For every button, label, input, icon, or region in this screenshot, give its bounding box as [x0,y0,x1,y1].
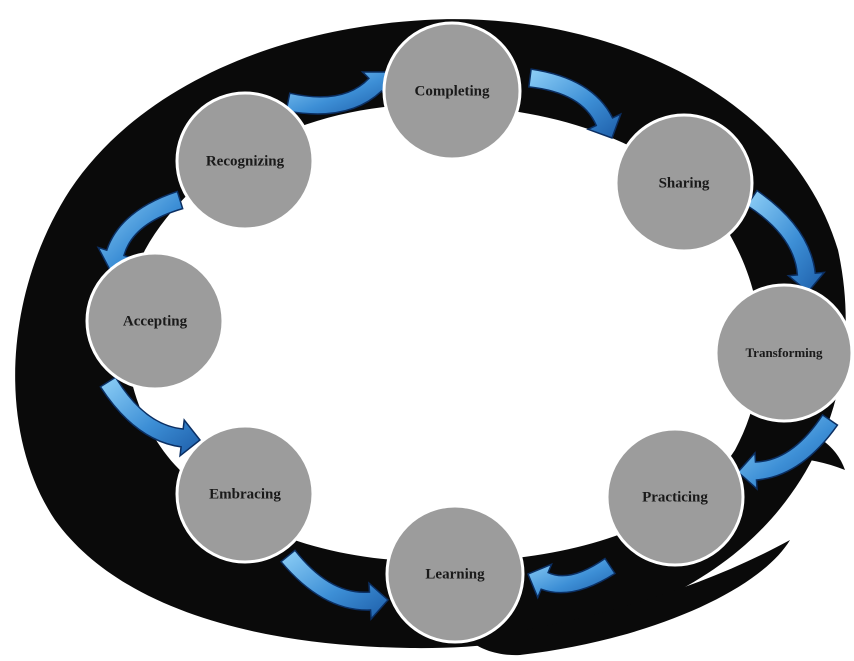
stage-circle-completing [382,21,522,161]
stage-label-embracing: Embracing [209,486,281,502]
node-group: CompletingSharingTransformingPracticingL… [85,21,854,644]
arrow-sharing-to-transforming [745,189,826,294]
stage-circle-sharing [614,113,754,253]
stage-node-recognizing: Recognizing [175,91,315,231]
arrow-embracing-to-learning [279,549,390,621]
stage-circle-embracing [175,424,315,564]
stage-label-recognizing: Recognizing [206,153,285,169]
stage-node-embracing: Embracing [175,424,315,564]
stage-node-sharing: Sharing [614,113,754,253]
stage-label-learning: Learning [425,566,485,582]
stage-node-completing: Completing [382,21,522,161]
arrow-completing-to-sharing [528,68,623,139]
stage-circle-transforming [714,283,854,423]
stage-circle-practicing [605,427,745,567]
stage-circle-learning [385,504,525,644]
arrow-accepting-to-embracing [99,376,202,458]
brush-ring-tail [470,540,790,656]
arrow-practicing-to-learning [527,557,617,600]
arrow-group [96,68,839,621]
stage-circle-accepting [85,251,225,391]
stage-label-practicing: Practicing [642,489,708,505]
stage-node-learning: Learning [385,504,525,644]
stage-node-transforming: Transforming [714,283,854,423]
arrow-transforming-to-practicing [736,413,839,491]
stage-label-accepting: Accepting [123,313,188,329]
stage-node-accepting: Accepting [85,251,225,391]
stage-circle-recognizing [175,91,315,231]
stage-label-completing: Completing [415,83,491,99]
stage-label-transforming: Transforming [745,345,823,360]
stage-label-sharing: Sharing [659,175,710,191]
stage-node-practicing: Practicing [605,427,745,567]
